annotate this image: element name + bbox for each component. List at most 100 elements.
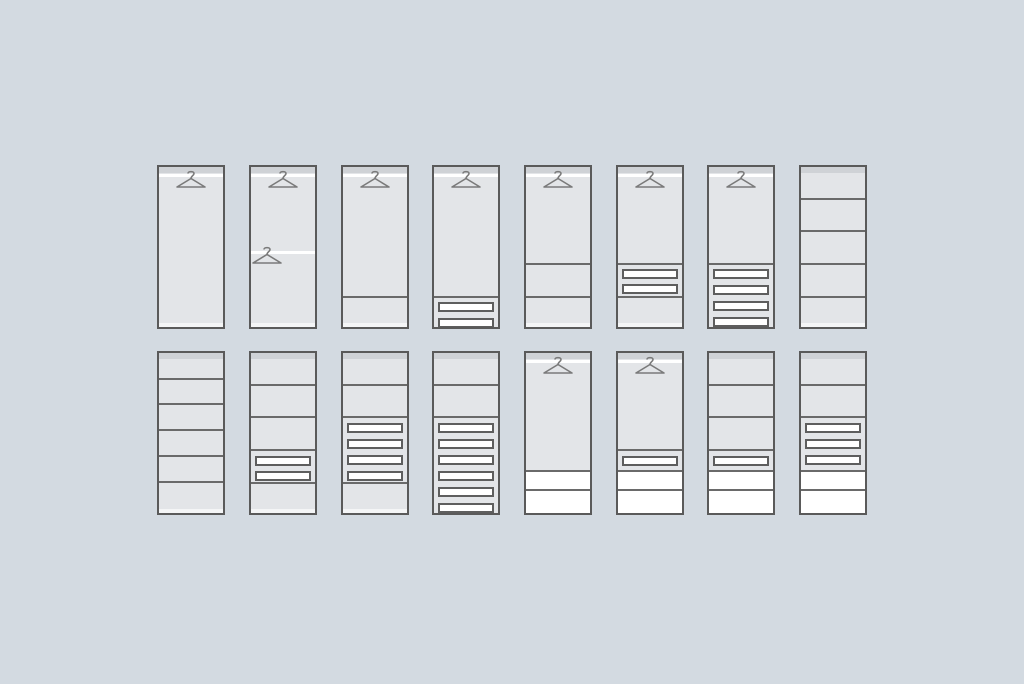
drawer xyxy=(805,455,861,465)
base-panel xyxy=(801,323,865,327)
shelf-divider xyxy=(251,416,315,418)
unit-hang-over-shelf[interactable] xyxy=(341,165,409,329)
shelf-divider xyxy=(618,296,682,298)
drawer xyxy=(347,423,403,433)
top-panel xyxy=(343,353,407,359)
base-panel xyxy=(159,509,223,513)
top-panel xyxy=(526,353,590,359)
top-panel xyxy=(434,353,498,359)
drawer xyxy=(347,471,403,481)
top-panel xyxy=(709,353,773,359)
hanger-icon xyxy=(542,170,574,190)
unit-6-shelves[interactable] xyxy=(157,351,225,515)
shelf-divider xyxy=(709,449,773,451)
hanger-icon xyxy=(175,170,207,190)
unit-hang-over-2-white-shelves[interactable] xyxy=(524,351,592,515)
top-panel xyxy=(251,167,315,173)
drawer xyxy=(805,439,861,449)
top-panel xyxy=(618,167,682,173)
shelf-divider xyxy=(709,489,773,491)
unit-hang-over-2-shelves[interactable] xyxy=(524,165,592,329)
top-panel xyxy=(709,167,773,173)
shelf-divider xyxy=(801,384,865,386)
drawer xyxy=(622,456,678,466)
top-panel xyxy=(251,353,315,359)
drawer xyxy=(713,269,769,279)
drawer xyxy=(438,455,494,465)
shelf-divider xyxy=(709,263,773,265)
drawer xyxy=(438,439,494,449)
drawer xyxy=(713,456,769,466)
white-shelf-section xyxy=(618,470,682,513)
hanging-rail xyxy=(434,174,498,177)
unit-hang-over-drawers-and-shelf[interactable] xyxy=(616,165,684,329)
drawer xyxy=(347,455,403,465)
closet-configurations-grid xyxy=(157,165,869,519)
unit-hang-over-drawer-and-white-shelves[interactable] xyxy=(616,351,684,515)
shelf-divider xyxy=(526,296,590,298)
unit-shelves-over-4-drawers[interactable] xyxy=(341,351,409,515)
top-panel xyxy=(801,167,865,173)
white-shelf-section xyxy=(709,470,773,513)
shelf-divider xyxy=(801,198,865,200)
shelf-divider xyxy=(709,384,773,386)
shelf-divider xyxy=(159,455,223,457)
top-panel xyxy=(159,353,223,359)
shelf-divider xyxy=(801,296,865,298)
shelf-divider xyxy=(618,470,682,472)
drawer xyxy=(622,269,678,279)
drawer xyxy=(713,317,769,327)
shelf-divider xyxy=(618,449,682,451)
shelf-divider xyxy=(159,429,223,431)
shelf-divider xyxy=(159,378,223,380)
unit-hang-over-4-drawers[interactable] xyxy=(707,165,775,329)
drawer xyxy=(438,318,494,327)
drawer xyxy=(347,439,403,449)
shelf-divider xyxy=(159,403,223,405)
hanging-rail xyxy=(526,174,590,177)
unit-hang-over-2-drawers[interactable] xyxy=(432,165,500,329)
hanging-rail xyxy=(343,174,407,177)
unit-shelves-over-2-drawers[interactable] xyxy=(249,351,317,515)
hanging-rail xyxy=(618,174,682,177)
shelf-divider xyxy=(434,296,498,298)
drawer xyxy=(438,487,494,497)
hanger-icon xyxy=(251,246,283,266)
shelf-divider xyxy=(801,263,865,265)
hanging-rail xyxy=(526,360,590,363)
shelf-divider xyxy=(618,263,682,265)
shelf-divider xyxy=(343,384,407,386)
base-panel xyxy=(343,509,407,513)
top-panel xyxy=(801,353,865,359)
unit-long-hang[interactable] xyxy=(157,165,225,329)
hanging-rail xyxy=(709,174,773,177)
top-panel xyxy=(526,167,590,173)
unit-5-shelves[interactable] xyxy=(799,165,867,329)
hanger-icon xyxy=(450,170,482,190)
drawer xyxy=(713,301,769,311)
unit-shelves-drawer-white-shelves[interactable] xyxy=(707,351,775,515)
hanging-rail xyxy=(251,251,315,254)
drawer xyxy=(438,471,494,481)
base-panel xyxy=(526,323,590,327)
hanger-icon xyxy=(634,356,666,376)
shelf-divider xyxy=(801,489,865,491)
shelf-divider xyxy=(343,482,407,484)
base-panel xyxy=(159,323,223,327)
hanging-rail xyxy=(251,174,315,177)
shelf-divider xyxy=(709,470,773,472)
top-panel xyxy=(159,167,223,173)
shelf-divider xyxy=(618,489,682,491)
hanger-icon xyxy=(725,170,757,190)
shelf-divider xyxy=(801,416,865,418)
shelf-divider xyxy=(526,489,590,491)
drawer xyxy=(622,284,678,294)
drawer xyxy=(713,285,769,295)
unit-double-hang[interactable] xyxy=(249,165,317,329)
shelf-divider xyxy=(251,384,315,386)
hanger-icon xyxy=(359,170,391,190)
unit-shelves-over-6-drawers[interactable] xyxy=(432,351,500,515)
hanger-icon xyxy=(634,170,666,190)
unit-shelves-3-drawers-white-shelves[interactable] xyxy=(799,351,867,515)
shelf-divider xyxy=(801,230,865,232)
